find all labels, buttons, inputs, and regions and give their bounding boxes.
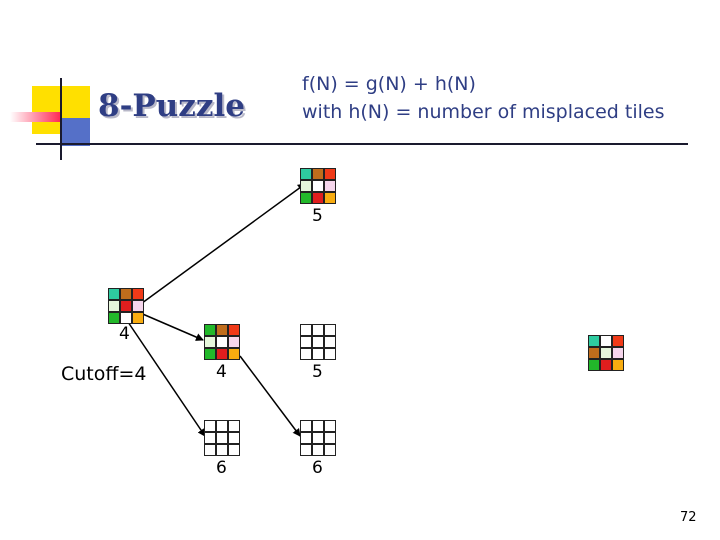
puzzle-board-goal: [588, 335, 624, 371]
puzzle-tile: [120, 312, 132, 324]
puzzle-tile: [600, 359, 612, 371]
puzzle-tile: [204, 348, 216, 360]
puzzle-tile: [324, 336, 336, 348]
puzzle-tile: [108, 312, 120, 324]
puzzle-board-top: [300, 168, 336, 204]
puzzle-tile: [228, 432, 240, 444]
puzzle-tile: [324, 168, 336, 180]
puzzle-tile: [324, 324, 336, 336]
puzzle-tile: [204, 432, 216, 444]
puzzle-tile: [300, 168, 312, 180]
puzzle-tile: [204, 324, 216, 336]
puzzle-tile: [588, 347, 600, 359]
puzzle-board-grandchild-right: [300, 420, 336, 456]
puzzle-tile: [324, 180, 336, 192]
puzzle-tile: [300, 348, 312, 360]
puzzle-tile: [324, 192, 336, 204]
puzzle-tile: [312, 444, 324, 456]
puzzle-tile: [312, 324, 324, 336]
puzzle-board-root: [108, 288, 144, 324]
puzzle-tile: [204, 420, 216, 432]
node-label-child-right: 5: [312, 362, 323, 382]
puzzle-tile: [300, 336, 312, 348]
cutoff-label: Cutoff=4: [61, 364, 146, 384]
puzzle-tile: [324, 348, 336, 360]
puzzle-tile: [612, 359, 624, 371]
puzzle-tile: [312, 168, 324, 180]
puzzle-tile: [324, 432, 336, 444]
puzzle-tile: [108, 300, 120, 312]
puzzle-tile: [228, 420, 240, 432]
puzzle-tile: [312, 420, 324, 432]
puzzle-tile: [312, 348, 324, 360]
node-label-child-left: 4: [216, 362, 227, 382]
puzzle-tile: [300, 180, 312, 192]
puzzle-tile: [216, 444, 228, 456]
puzzle-tile: [228, 336, 240, 348]
puzzle-tile: [324, 420, 336, 432]
puzzle-tile: [312, 192, 324, 204]
puzzle-tile: [108, 288, 120, 300]
puzzle-tile: [324, 444, 336, 456]
edge-root-to-top: [138, 184, 305, 306]
page-number: 72: [680, 508, 697, 528]
puzzle-tile: [228, 444, 240, 456]
puzzle-tile: [300, 192, 312, 204]
puzzle-tile: [588, 335, 600, 347]
edge-root-to-child-left: [138, 312, 203, 340]
puzzle-tile: [132, 300, 144, 312]
puzzle-tile: [588, 359, 600, 371]
puzzle-tile: [216, 420, 228, 432]
edge-child-left-to-grandchild-right: [240, 356, 300, 436]
puzzle-tile: [204, 336, 216, 348]
node-label-top: 5: [312, 206, 323, 226]
puzzle-tile: [300, 432, 312, 444]
puzzle-tile: [204, 444, 216, 456]
puzzle-tile: [612, 335, 624, 347]
puzzle-tile: [132, 312, 144, 324]
node-label-grandchild-right: 6: [312, 458, 323, 478]
puzzle-tile: [132, 288, 144, 300]
puzzle-tile: [312, 336, 324, 348]
puzzle-tile: [300, 324, 312, 336]
puzzle-tile: [216, 348, 228, 360]
puzzle-tile: [300, 420, 312, 432]
puzzle-tile: [216, 432, 228, 444]
node-label-grandchild-left: 6: [216, 458, 227, 478]
puzzle-board-child-left: [204, 324, 240, 360]
puzzle-tile: [120, 300, 132, 312]
puzzle-tile: [612, 347, 624, 359]
puzzle-tile: [228, 324, 240, 336]
puzzle-tile: [216, 324, 228, 336]
puzzle-tile: [300, 444, 312, 456]
node-label-root: 4: [119, 324, 130, 344]
puzzle-tile: [228, 348, 240, 360]
puzzle-tile: [312, 180, 324, 192]
puzzle-board-grandchild-left: [204, 420, 240, 456]
puzzle-tile: [312, 432, 324, 444]
puzzle-tile: [600, 335, 612, 347]
puzzle-tile: [216, 336, 228, 348]
puzzle-tile: [600, 347, 612, 359]
puzzle-tile: [120, 288, 132, 300]
puzzle-board-child-right: [300, 324, 336, 360]
